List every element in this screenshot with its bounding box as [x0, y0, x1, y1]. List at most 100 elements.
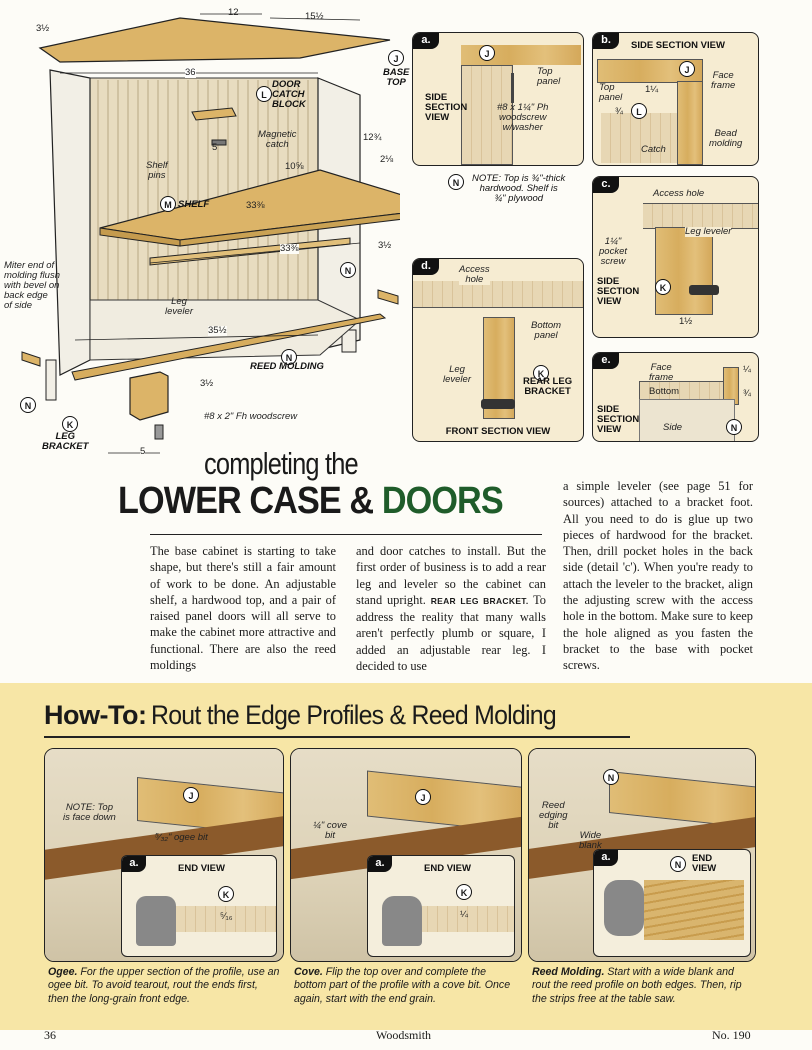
label-shelf: SHELF [178, 199, 210, 210]
detail-e-side: Side [663, 422, 683, 433]
dim-width: 36 [185, 67, 196, 78]
label-woodscrew: #8 x 2" Fh woodscrew [204, 411, 298, 422]
detail-d-leg-leveler: Leg leveler [443, 364, 471, 385]
step1-end-title: END VIEW [178, 863, 225, 874]
step2-end-bit [382, 896, 422, 946]
detail-a-tag: a. [413, 33, 439, 49]
detail-b-dim1: 1¼ [645, 84, 659, 95]
step2-end-dim: ¼ [460, 909, 468, 920]
detail-a-top-panel-label: Top panel [537, 66, 561, 87]
detail-c-tag: c. [593, 177, 619, 193]
detail-d-rear-leg: REAR LEG BRACKET [523, 376, 573, 397]
step2-callout-j: J [415, 789, 431, 805]
detail-a-frame-shape [461, 65, 513, 165]
step2-end-tag: a. [368, 856, 392, 872]
step1-end-view: a. END VIEW K ⁵⁄₁₆ [121, 855, 277, 957]
detail-d-tag: d. [413, 259, 439, 275]
howto-title: Rout the Edge Profiles & Reed Molding [150, 700, 557, 730]
detail-d-access-hole: Access hole [459, 264, 490, 285]
detail-c-bracket-shape [655, 227, 713, 315]
detail-b-block-shape [601, 113, 677, 163]
step3-caption: Reed Molding. Start with a wide blank an… [532, 966, 754, 1006]
detail-c-bottom-shape [643, 203, 758, 229]
step2-bit: ¼" cove bit [313, 820, 348, 841]
dim-bracket-h: 3½ [200, 378, 214, 389]
col2-subhead: REAR LEG BRACKET. [430, 595, 529, 606]
callout-n-reed: N [281, 349, 297, 365]
step3-reed-bit: Reed edging bit [539, 800, 568, 831]
detail-d: d. Access hole Bottom panel Leg leveler … [412, 258, 584, 442]
detail-b-callout-j: J [679, 61, 695, 77]
step3-caption-text: Start with a wide blank and rout the ree… [532, 966, 742, 1005]
step1-callout-j: J [183, 787, 199, 803]
shelf-note: NOTE: Top is ¾"-thick hardwood. Shelf is… [472, 173, 566, 204]
step3-end-title: END VIEW [692, 853, 717, 874]
detail-b-callout-l: L [631, 103, 647, 119]
howto-step-cove: ¼" cove bit J a. END VIEW K ¼ [290, 748, 522, 962]
dim-top-depth: 15½ [305, 11, 324, 22]
detail-d-leveler-shape [481, 399, 515, 409]
detail-c-leveler-shape [689, 285, 719, 295]
callout-l: L [256, 86, 272, 102]
howto-step-ogee: NOTE: Top is face down ⁵⁄₃₂" ogee bit J … [44, 748, 284, 962]
dim-shelf-front: 2⅛ [380, 154, 394, 165]
step3-blank: Wide blank [579, 830, 602, 851]
dim-shelf-depth: 12¾ [363, 132, 382, 143]
step1-caption-head: Ogee. [48, 966, 78, 978]
label-magnetic-catch: Magnetic catch [258, 129, 297, 150]
step1-end-bit [136, 896, 176, 946]
dim-reveal: 3½ [378, 240, 392, 251]
step1-bit: ⁵⁄₃₂" ogee bit [155, 832, 208, 843]
label-leg-leveler: Leg leveler [165, 296, 193, 317]
dim-bracket-w: 5 [140, 446, 146, 457]
step3-end-board [644, 880, 744, 940]
detail-d-bottom-shape [413, 281, 583, 308]
detail-b-dim2: ¾ [615, 106, 623, 117]
detail-c-leg-leveler: Leg leveler [685, 226, 732, 237]
step2-caption-text: Flip the top over and complete the botto… [294, 966, 511, 1005]
detail-a-screw-shape [511, 73, 514, 103]
detail-a: a. J SIDE SECTION VIEW Top panel #8 x 1¼… [412, 32, 584, 166]
article-title-line2: LOWER CASE & DOORS [118, 480, 545, 523]
title-lower-case: LOWER CASE & [118, 480, 382, 522]
cabinet-illustration [21, 13, 400, 454]
step3-end-callout-n: N [670, 856, 686, 872]
detail-e-bottom: Bottom [649, 386, 680, 397]
step3-end-view: a. N END VIEW [593, 849, 751, 957]
detail-c: c. Access hole Leg leveler 1¼" pocket sc… [592, 176, 759, 338]
page-number: 36 [44, 1028, 56, 1042]
step1-note: NOTE: Top is face down [63, 802, 116, 823]
step2-end-callout-k: K [456, 884, 472, 900]
detail-e-dim2: ¾ [743, 388, 751, 399]
detail-c-title: SIDE SECTION VIEW [597, 276, 640, 307]
col2-text-a: and door catches to install. But the fir… [356, 544, 546, 607]
detail-a-title: SIDE SECTION VIEW [425, 92, 468, 123]
step2-end-title: END VIEW [424, 863, 471, 874]
detail-c-screw: 1¼" pocket screw [599, 236, 627, 267]
howto-prefix: How-To: [44, 700, 147, 730]
step3-caption-head: Reed Molding. [532, 966, 605, 978]
label-base-top: BASE TOP [383, 67, 410, 88]
detail-a-screw-label: #8 x 1¼" Ph woodscrew w/washer [497, 102, 549, 133]
howto-step-reed: Reed edging bit Wide blank N a. N END VI… [528, 748, 756, 962]
callout-k: K [62, 416, 78, 432]
step1-end-dim: ⁵⁄₁₆ [220, 911, 233, 922]
detail-a-callout-j: J [479, 45, 495, 61]
magazine-name: Woodsmith [376, 1028, 432, 1042]
step1-end-tag: a. [122, 856, 146, 872]
callout-m: M [160, 196, 176, 212]
step1-end-callout-k: K [218, 886, 234, 902]
detail-d-bottom-panel: Bottom panel [531, 320, 562, 341]
detail-c-dim: 1½ [679, 316, 693, 327]
label-reed-molding: REED MOLDING [250, 361, 324, 372]
step3-end-bit [604, 880, 644, 936]
step2-end-view: a. END VIEW K ¼ [367, 855, 515, 957]
step3-end-tag: a. [594, 850, 618, 866]
callout-n-left: N [20, 397, 36, 413]
dim-shelf-back: 10⅝ [285, 161, 304, 172]
main-exploded-drawing: 3½ 12 15½ 36 12¾ 2⅛ 10⅝ 33⅜ 33⅜ 3½ 35½ 5… [0, 0, 565, 460]
article-column-3: a simple leveler (see page 51 for source… [563, 479, 753, 673]
step1-end-board [166, 906, 276, 932]
step1-caption-text: For the upper section of the profile, us… [48, 966, 280, 1005]
detail-b-title: SIDE SECTION VIEW [631, 40, 725, 51]
